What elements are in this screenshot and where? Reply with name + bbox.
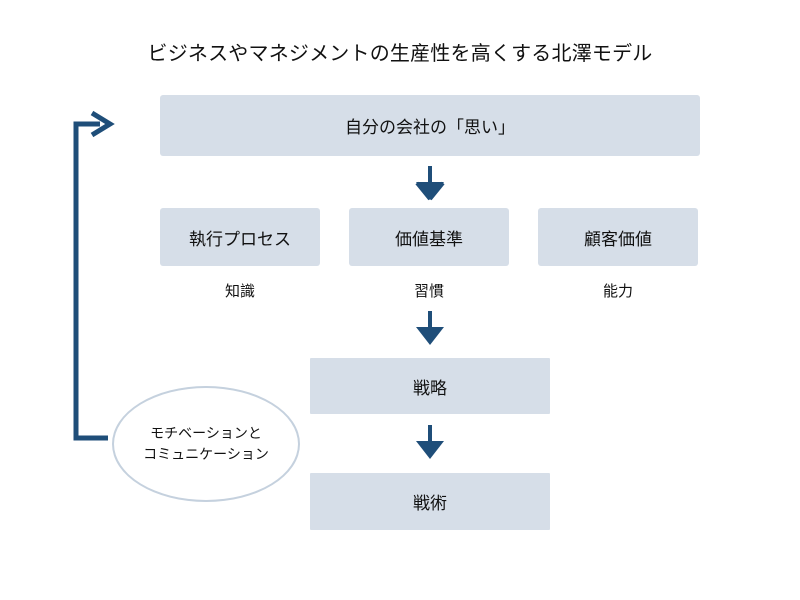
box-customer-value[interactable]: 顧客価値 [538, 208, 698, 266]
box-value-standard-label: 価値基準 [395, 229, 463, 249]
sublabel-knowledge: 知識 [224, 283, 255, 300]
box-execution-process[interactable]: 執行プロセス [160, 208, 320, 266]
ellipse-motivation-communication[interactable]: モチベーションと コミュニケーション [112, 386, 300, 502]
arrow-down-icon-1 [415, 166, 445, 201]
sublabel-ability: 能力 [602, 283, 633, 300]
page-title: ビジネスやマネジメントの生産性を高くする北澤モデル [147, 43, 653, 65]
arrow-down-icon-2 [416, 311, 444, 345]
box-tactics-label: 戦術 [413, 494, 447, 513]
box-company-vision-label: 自分の会社の「思い」 [345, 118, 515, 137]
box-company-vision[interactable]: 自分の会社の「思い」 [160, 95, 700, 156]
box-strategy[interactable]: 戦略 [310, 358, 550, 414]
box-tactics[interactable]: 戦術 [310, 473, 550, 530]
feedback-bracket-arrow [73, 110, 115, 441]
box-execution-process-label: 執行プロセス [189, 229, 291, 249]
ellipse-line-1: モチベーションと [150, 425, 262, 441]
sublabel-habit: 習慣 [413, 283, 444, 300]
box-strategy-label: 戦略 [413, 378, 447, 398]
box-value-standard[interactable]: 価値基準 [349, 208, 509, 266]
ellipse-line-2: コミュニケーション [143, 446, 269, 462]
arrow-down-icon-3 [416, 425, 444, 459]
box-customer-value-label: 顧客価値 [584, 229, 652, 249]
